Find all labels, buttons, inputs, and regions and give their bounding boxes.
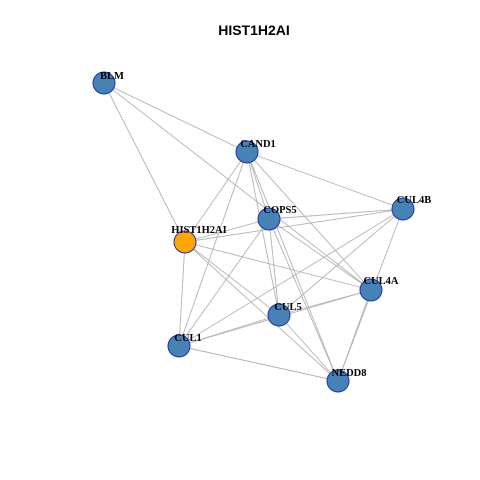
node-cops5[interactable] xyxy=(257,207,281,231)
node-label-cul4b: CUL4B xyxy=(397,195,431,206)
node-label-cul4a: CUL4A xyxy=(363,276,398,287)
node-label-cand1: CAND1 xyxy=(240,139,276,150)
edge-hist1h2ai-cul4a xyxy=(184,241,372,291)
edge-cops5-hist1h2ai xyxy=(184,218,270,243)
edge-cops5-cul4b xyxy=(268,208,404,220)
node-label-cul5: CUL5 xyxy=(274,302,301,313)
edge-layer xyxy=(103,82,404,382)
edge-cand1-cul4b xyxy=(246,151,404,210)
edge-cand1-nedd8 xyxy=(246,151,339,382)
node-label-hist1h2ai: HIST1H2AI xyxy=(171,225,226,236)
node-blm[interactable] xyxy=(92,71,116,95)
edge-hist1h2ai-cul5 xyxy=(184,241,280,316)
edge-blm-hist1h2ai xyxy=(103,82,186,243)
edge-blm-cand1 xyxy=(103,82,248,153)
edge-cops5-cul4a xyxy=(268,218,372,291)
edge-cops5-cul1 xyxy=(178,218,270,347)
node-layer xyxy=(92,71,415,393)
edge-hist1h2ai-cul4b xyxy=(184,208,404,243)
node-nedd8[interactable] xyxy=(326,369,350,393)
edge-hist1h2ai-cul1 xyxy=(178,241,186,347)
edge-cops5-nedd8 xyxy=(268,218,339,382)
node-cand1[interactable] xyxy=(235,140,259,164)
edge-cul4b-cul1 xyxy=(178,208,404,347)
edge-cops5-cul5 xyxy=(268,218,280,316)
node-label-cul1: CUL1 xyxy=(174,333,201,344)
edge-cand1-cops5 xyxy=(246,151,270,220)
node-label-nedd8: NEDD8 xyxy=(331,368,366,379)
node-label-cops5: COPS5 xyxy=(263,205,296,216)
edge-cand1-cul5 xyxy=(246,151,280,316)
edge-blm-cul4a xyxy=(103,82,372,291)
edge-cul5-nedd8 xyxy=(278,314,339,382)
edge-cul1-nedd8 xyxy=(178,345,339,382)
edge-cul4a-nedd8 xyxy=(337,289,372,382)
edge-cand1-hist1h2ai xyxy=(184,151,248,243)
edge-hist1h2ai-nedd8 xyxy=(184,241,339,382)
graph-title: HIST1H2AI xyxy=(218,22,290,38)
node-cul5[interactable] xyxy=(267,303,291,327)
node-label-blm: BLM xyxy=(100,71,124,82)
edge-cul5-cul1 xyxy=(178,314,280,347)
node-hist1h2ai[interactable] xyxy=(173,230,197,254)
node-cul4a[interactable] xyxy=(359,278,383,302)
edge-cand1-cul4a xyxy=(246,151,372,291)
edge-cul4b-cul5 xyxy=(278,208,404,316)
node-cul4b[interactable] xyxy=(391,197,415,221)
node-cul1[interactable] xyxy=(167,334,191,358)
